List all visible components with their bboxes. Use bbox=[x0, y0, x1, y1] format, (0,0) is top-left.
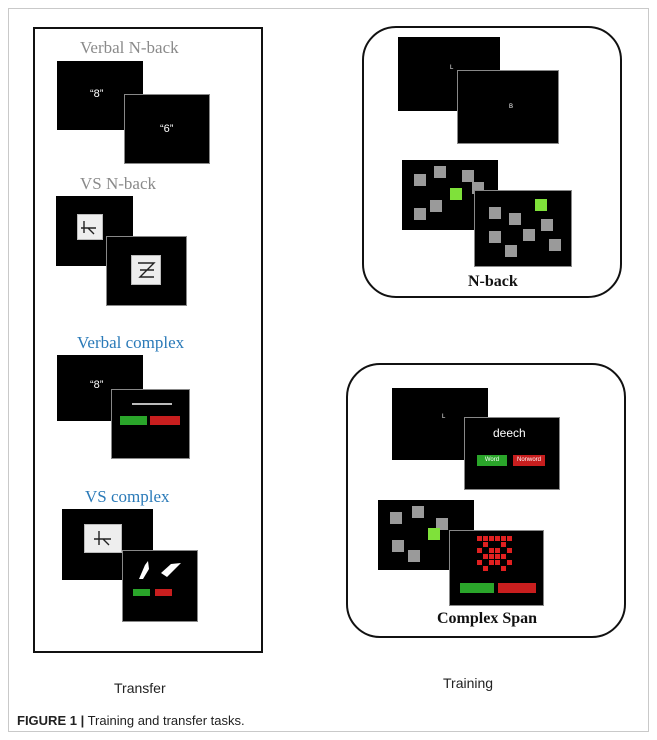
lexical-word-stimulus: deech bbox=[493, 426, 526, 440]
nback-letter-stimulus-2: B bbox=[509, 104, 513, 110]
transfer-label: Transfer bbox=[114, 680, 166, 696]
abstract-symbol-icon bbox=[84, 524, 122, 553]
grid-square bbox=[390, 512, 402, 524]
grid-square bbox=[414, 174, 426, 186]
grid-square bbox=[509, 213, 521, 225]
grid-square bbox=[408, 550, 420, 562]
grid-square bbox=[489, 207, 501, 219]
verbal-nback-screen-2: “6” bbox=[124, 94, 210, 164]
vs-nback-screen-2 bbox=[106, 236, 187, 306]
highlighted-square bbox=[428, 528, 440, 540]
verbal-complex-red-button bbox=[150, 416, 180, 425]
verbal-nback-stimulus-2: “6” bbox=[160, 123, 173, 135]
grid-square bbox=[523, 229, 535, 241]
grid-square bbox=[430, 200, 442, 212]
abstract-symbol-icon bbox=[77, 214, 103, 240]
abstract-symbol-icon bbox=[131, 255, 161, 285]
verbal-nback-title: Verbal N-back bbox=[80, 38, 179, 58]
span-word-screen: deech Word Nonword bbox=[464, 417, 560, 490]
figure-caption: FIGURE 1 | Training and transfer tasks. bbox=[17, 713, 245, 728]
verbal-complex-green-button bbox=[120, 416, 147, 425]
complex-span-panel-title: Complex Span bbox=[437, 610, 537, 628]
sentence-question-text bbox=[132, 403, 172, 405]
vs-complex-red-button bbox=[155, 589, 172, 596]
grid-square bbox=[392, 540, 404, 552]
vs-complex-screen-2 bbox=[122, 550, 198, 622]
word-button: Word bbox=[477, 455, 507, 466]
highlighted-square bbox=[535, 199, 547, 211]
nback-letter-stimulus-1: L bbox=[450, 65, 453, 71]
verbal-complex-screen-2 bbox=[111, 389, 190, 459]
vs-complex-green-button bbox=[133, 589, 150, 596]
highlighted-square bbox=[450, 188, 462, 200]
grid-square bbox=[412, 506, 424, 518]
nonword-button: Nonword bbox=[513, 455, 545, 466]
grid-square bbox=[489, 231, 501, 243]
caption-text: Training and transfer tasks. bbox=[88, 713, 245, 728]
verbal-complex-stimulus: “8” bbox=[90, 379, 103, 391]
training-label: Training bbox=[443, 675, 493, 691]
grid-square bbox=[505, 245, 517, 257]
figure-label: FIGURE 1 | bbox=[17, 713, 84, 728]
vs-nback-title: VS N-back bbox=[80, 174, 156, 194]
verbal-complex-title: Verbal complex bbox=[77, 333, 184, 353]
span-letter-stimulus: L bbox=[442, 414, 445, 420]
grid-square bbox=[414, 208, 426, 220]
nback-letter-screen-2: B bbox=[457, 70, 559, 144]
verbal-nback-stimulus-1: “8” bbox=[90, 88, 103, 100]
symmetric-button bbox=[460, 583, 494, 593]
nback-spatial-screen-2 bbox=[474, 190, 572, 267]
span-symmetry-screen bbox=[449, 530, 544, 606]
nback-panel-title: N-back bbox=[468, 273, 518, 291]
grid-square bbox=[462, 170, 474, 182]
grid-square bbox=[549, 239, 561, 251]
asymmetric-button bbox=[498, 583, 536, 593]
shape-pair-icon bbox=[137, 559, 183, 581]
grid-square bbox=[541, 219, 553, 231]
symmetry-grid bbox=[477, 536, 515, 572]
vs-complex-title: VS complex bbox=[85, 487, 170, 507]
grid-square bbox=[434, 166, 446, 178]
